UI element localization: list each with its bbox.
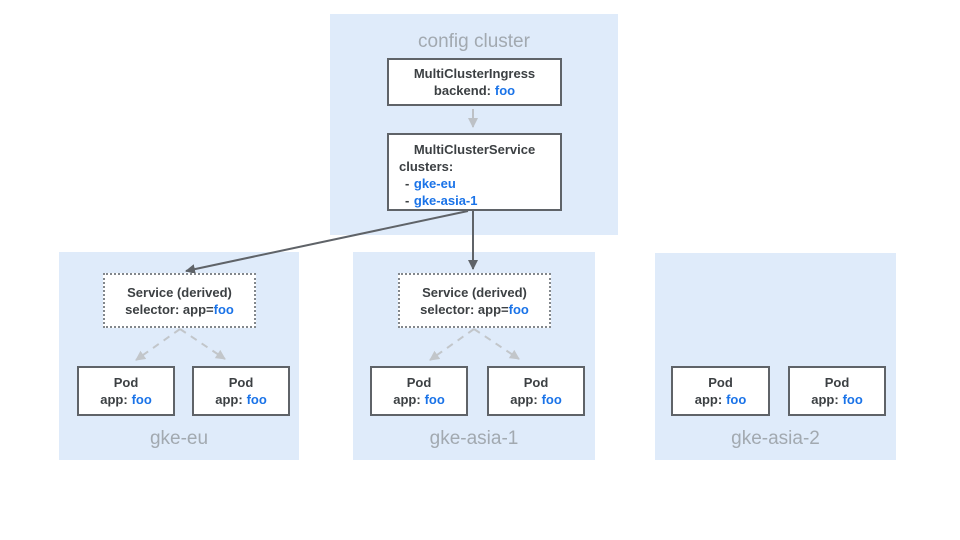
mcs-cluster-entry: -gke-asia-1 [405, 193, 478, 208]
pod-node: Pod app:foo [192, 366, 290, 416]
multiclusterservice-node: MultiClusterService clusters: -gke-eu -g… [387, 133, 562, 211]
pod-node: Pod app:foo [77, 366, 175, 416]
service-derived-node-gke-eu: Service (derived) selector: app=foo [103, 273, 256, 328]
mci-backend-value: foo [494, 83, 516, 98]
mcs-title: MultiClusterService [413, 142, 536, 157]
pod-node: Pod app:foo [487, 366, 585, 416]
pod-app-line: app:foo [811, 392, 863, 407]
mci-backend-line: backend:foo [433, 83, 516, 98]
mci-title: MultiClusterIngress [413, 66, 536, 81]
gke-eu-service-to-pod-2-arrow [179, 328, 226, 360]
gke-eu-label: gke-eu [149, 428, 209, 449]
pod-title: Pod [824, 375, 850, 390]
multiclusteringress-node: MultiClusterIngress backend:foo [387, 58, 562, 106]
gke-asia-1-service-to-pod-2-arrow [473, 328, 520, 360]
service-selector-line: selector: app=foo [125, 301, 234, 317]
pod-title: Pod [523, 375, 549, 390]
mcs-cluster-entry: -gke-eu [405, 176, 456, 191]
pod-node: Pod app:foo [788, 366, 886, 416]
pod-title: Pod [406, 375, 432, 390]
mcs-clusters-label: clusters: [399, 159, 454, 174]
pod-title: Pod [228, 375, 254, 390]
gke-eu-service-to-pod-1-arrow [135, 328, 181, 361]
gke-asia-1-service-to-pod-1-arrow [429, 328, 475, 361]
pod-title: Pod [708, 375, 733, 390]
pod-app-line: app:foo [510, 392, 562, 407]
pod-node: Pod app:foo [671, 366, 770, 416]
pod-app-line: app:foo [100, 392, 152, 407]
pod-app-line: app:foo [694, 392, 747, 407]
pod-title: Pod [113, 375, 139, 390]
service-derived-node-gke-asia-1: Service (derived) selector: app=foo [398, 273, 551, 328]
pod-node: Pod app:foo [370, 366, 468, 416]
pod-app-line: app:foo [393, 392, 445, 407]
gke-asia-1-label: gke-asia-1 [429, 428, 519, 449]
config-cluster-label: config cluster [418, 31, 530, 52]
service-title: Service (derived) [422, 284, 527, 300]
service-title: Service (derived) [127, 284, 232, 300]
mcs-to-gke-eu-service-arrow [185, 210, 469, 275]
service-selector-line: selector: app=foo [420, 301, 529, 317]
pod-app-line: app:foo [215, 392, 267, 407]
gke-asia-1-zone: gke-asia-1 [353, 252, 595, 460]
gke-asia-2-zone: gke-asia-2 [655, 253, 896, 460]
gke-asia-2-label: gke-asia-2 [731, 428, 820, 449]
